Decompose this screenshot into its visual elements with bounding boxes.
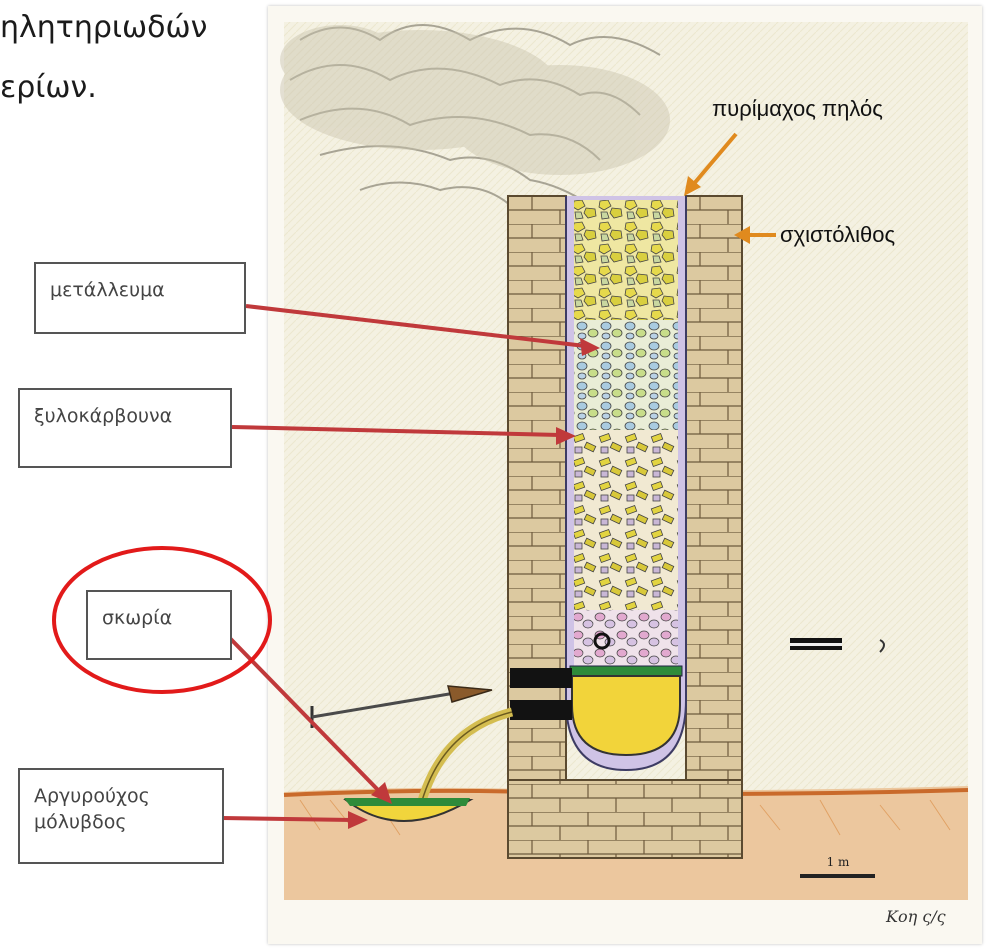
charcoal-label: ξυλοκάρβουνα <box>34 405 172 427</box>
schist-label: σχιστόλιθος <box>780 222 895 248</box>
refractory-clay-label: πυρίμαχος πηλός <box>712 96 883 122</box>
upper-tap-hole <box>510 668 572 688</box>
charcoal-layer <box>574 430 678 610</box>
lower-charge-layer <box>574 610 678 666</box>
ore-label-box: μετάλλευμα <box>34 262 246 334</box>
ore-layer <box>574 320 678 430</box>
slag-layer-furnace <box>570 666 682 676</box>
lead-arrow-line <box>222 818 352 820</box>
argentiferous-lead-label-box: Αργυρούχος μόλυβδος <box>18 768 224 864</box>
scale-bar-label: 1 m <box>827 855 850 869</box>
argentiferous-lead-label-line2: μόλυβδος <box>34 810 208 836</box>
lower-tap-hole <box>510 700 572 720</box>
slag-label: σκωρία <box>102 607 172 629</box>
collection-pit-slag <box>344 798 470 806</box>
molten-lead-furnace <box>572 676 680 755</box>
ore-layer-top <box>574 200 678 320</box>
furnace-right-wall <box>686 196 742 858</box>
slag-label-box: σκωρία <box>86 590 232 660</box>
ore-label: μετάλλευμα <box>50 279 165 301</box>
furnace-base <box>508 780 742 858</box>
charcoal-label-box: ξυλοκάρβουνα <box>18 388 232 468</box>
artist-signature: Κοη ς/ς <box>885 907 946 926</box>
argentiferous-lead-label-line1: Αργυρούχος <box>34 784 208 810</box>
furnace-left-wall <box>508 196 566 858</box>
